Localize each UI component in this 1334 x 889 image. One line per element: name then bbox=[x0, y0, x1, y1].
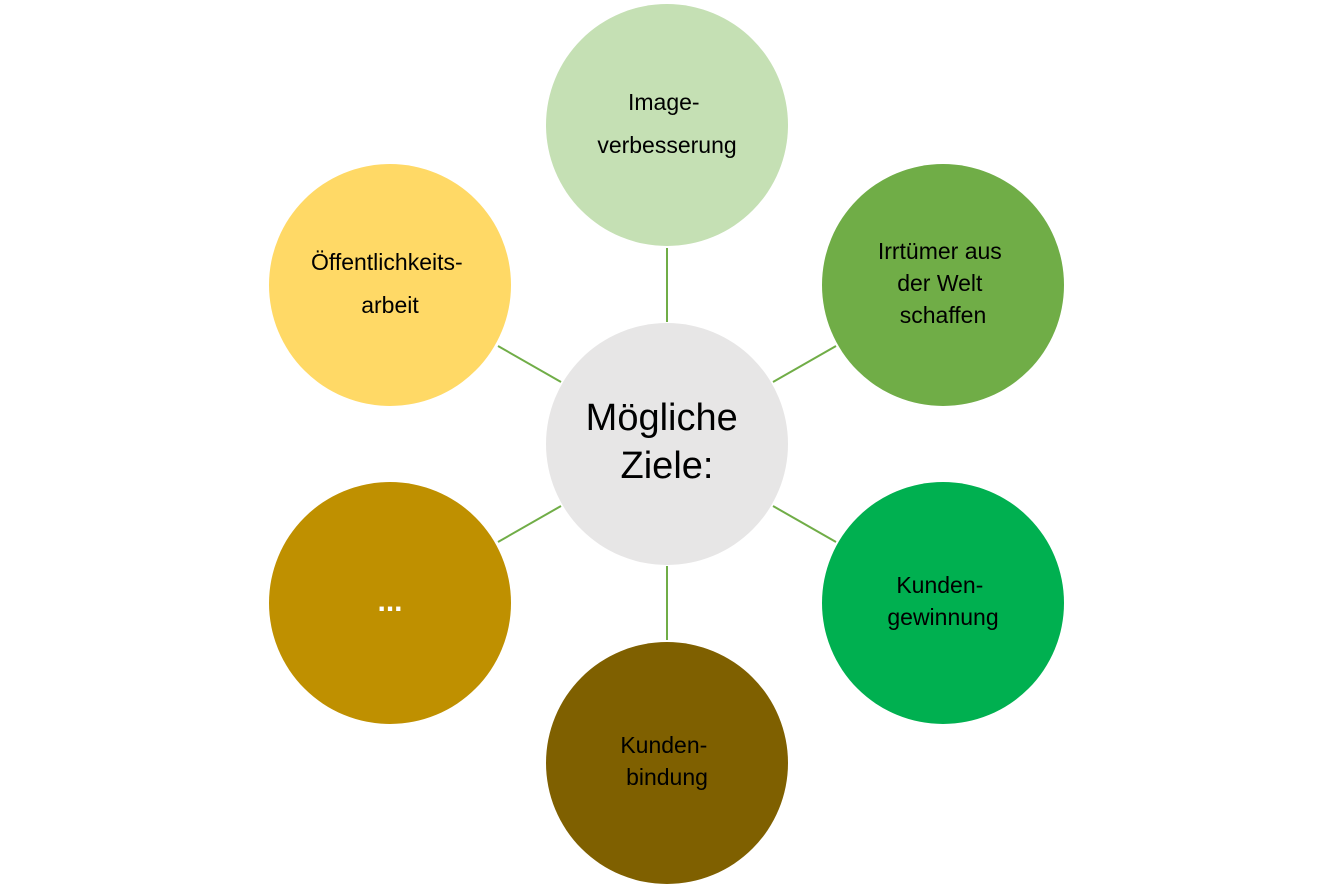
node-label-kundenbindung: Kunden- bindung bbox=[620, 732, 713, 790]
node-circle-kundenbindung bbox=[546, 642, 788, 884]
node-circle-oeffentlichkeitsarbeit bbox=[269, 164, 511, 406]
center-circle bbox=[546, 323, 788, 565]
node-label-line: arbeit bbox=[361, 292, 419, 318]
connector-ellipsis bbox=[497, 505, 562, 543]
node-label-line: Öffentlichkeits- bbox=[311, 249, 463, 275]
connector-oeffentlichkeitsarbeit bbox=[497, 345, 562, 383]
node-label-irrtuemer: Irrtümer aus der Welt schaffen bbox=[878, 238, 1008, 328]
node-circle-irrtuemer bbox=[822, 164, 1064, 406]
node-label-line: ... bbox=[377, 585, 402, 618]
node-label-line: verbesserung bbox=[597, 132, 736, 158]
node-label-line: Image- bbox=[628, 89, 700, 115]
connectors bbox=[497, 248, 837, 640]
node-label-image-verbesserung: Image- verbesserung bbox=[597, 89, 736, 158]
node-label-line: schaffen bbox=[900, 302, 987, 328]
node-circle-image-verbesserung bbox=[546, 4, 788, 246]
node-circle-kundengewinnung bbox=[822, 482, 1064, 724]
center-node: Mögliche Ziele: bbox=[546, 323, 788, 565]
node-circle-ellipsis bbox=[269, 482, 511, 724]
node-label-line: Kunden- bbox=[620, 732, 707, 758]
node-ellipsis: ... bbox=[269, 482, 511, 724]
center-label-line-2: Ziele: bbox=[621, 445, 714, 487]
node-label-oeffentlichkeitsarbeit: Öffentlichkeits- arbeit bbox=[311, 249, 469, 318]
connector-irrtuemer bbox=[772, 345, 837, 383]
node-label-line: bindung bbox=[626, 764, 708, 790]
node-label-kundengewinnung: Kunden- gewinnung bbox=[887, 572, 998, 630]
center-label: Mögliche Ziele: bbox=[586, 397, 749, 487]
node-label-line: Kunden- bbox=[896, 572, 983, 598]
node-label-line: der Welt bbox=[897, 270, 983, 296]
node-label-ellipsis: ... bbox=[377, 585, 402, 618]
node-image-verbesserung: Image- verbesserung bbox=[546, 4, 788, 246]
node-kundengewinnung: Kunden- gewinnung bbox=[822, 482, 1064, 724]
connector-kundengewinnung bbox=[772, 505, 837, 543]
node-label-line: Irrtümer aus bbox=[878, 238, 1002, 264]
node-oeffentlichkeitsarbeit: Öffentlichkeits- arbeit bbox=[269, 164, 511, 406]
center-label-line-1: Mögliche bbox=[586, 397, 738, 439]
node-label-line: gewinnung bbox=[887, 604, 998, 630]
node-kundenbindung: Kunden- bindung bbox=[546, 642, 788, 884]
node-irrtuemer: Irrtümer aus der Welt schaffen bbox=[822, 164, 1064, 406]
